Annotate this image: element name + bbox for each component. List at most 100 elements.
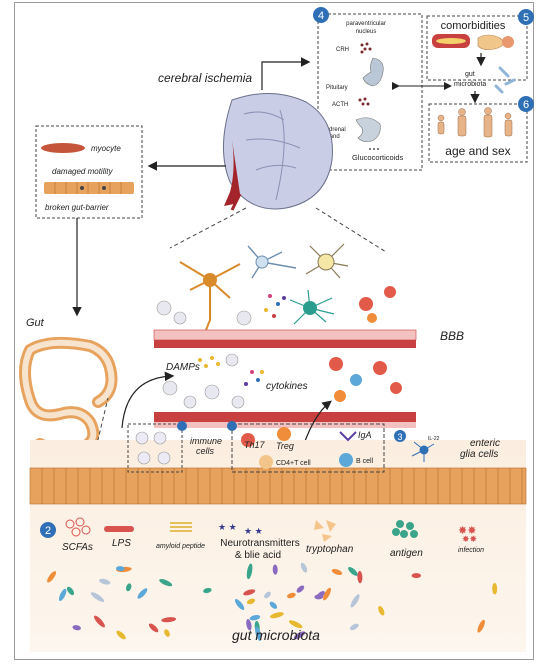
broken-gut-barrier-label: broken gut-barrier	[45, 203, 109, 212]
brain-stem-vessel	[230, 193, 242, 211]
brain-icon	[223, 92, 333, 210]
pituitary-icon	[362, 57, 384, 87]
bacterium-icon	[477, 619, 485, 633]
bacterium-icon	[90, 592, 105, 602]
bacterium-icon	[314, 594, 324, 600]
amyloid-label: amyloid peptide	[156, 543, 205, 550]
bacterium-icon	[148, 623, 159, 633]
cytokines-label: cytokines	[266, 381, 308, 392]
badge-6	[518, 96, 534, 112]
neurotransmitters-label: Neurotransmitters& blie acid	[220, 538, 299, 561]
cd4-cell	[259, 455, 273, 469]
bacterium-icon	[137, 588, 148, 599]
age-sex-label: age and sex	[445, 144, 510, 158]
bacteria-small-icon	[494, 66, 516, 94]
b-cell-label: B cell	[356, 458, 374, 465]
bacterium-icon	[249, 614, 261, 621]
crh-label: CRH	[336, 47, 349, 53]
glia-icon	[411, 441, 435, 462]
intestinal-epithelium	[29, 467, 527, 505]
neural-cells	[156, 243, 396, 331]
crh-dots	[360, 42, 372, 54]
astrocyte-body	[255, 255, 269, 269]
bbb-bottom-wall	[154, 422, 416, 428]
damps-label: DAMPs	[166, 362, 200, 373]
lps-label: LPS	[112, 538, 131, 549]
brain-gyri	[243, 109, 301, 201]
activated-microglia-icon	[289, 289, 335, 325]
bacterium-icon	[246, 598, 256, 605]
svg-text:★ ★: ★ ★	[218, 522, 237, 532]
bacterium-icon	[411, 573, 421, 579]
th17-cell	[241, 433, 255, 447]
bacterium-icon	[234, 599, 245, 610]
cytokine-particles	[244, 370, 264, 386]
bacterium-icon	[331, 568, 343, 576]
lps-icon	[104, 526, 134, 532]
scfas-label: SCFAs	[62, 542, 93, 553]
badge-1b	[227, 421, 237, 431]
human-figures-icon	[437, 107, 513, 138]
bacterium-icon	[72, 625, 81, 631]
bacterium-icon	[269, 601, 278, 609]
microglia-body	[317, 253, 335, 271]
bacterium-icon	[357, 570, 363, 584]
bacterium-icon	[348, 566, 358, 576]
damps-particles	[198, 356, 220, 368]
adrenal-gland-icon	[355, 117, 381, 142]
bbb-vessel: BBB DAMPs cytokines	[153, 329, 464, 428]
brain-section: cerebral ischemia	[158, 57, 333, 211]
panel-4-box	[317, 13, 423, 171]
cerebral-ischemia-label: cerebral ischemia	[158, 71, 252, 85]
badge-2	[40, 522, 56, 538]
bacterium-icon	[264, 591, 271, 599]
panel-6-box	[428, 103, 528, 163]
panel-6-age-sex: 6 age and sex	[428, 91, 534, 163]
bacterium-icon	[116, 630, 126, 640]
svg-text:★ ★: ★ ★	[244, 526, 263, 536]
arrow-brain-hpa	[261, 57, 311, 90]
bacterium-icon	[59, 588, 67, 602]
b-cell	[339, 453, 353, 467]
badge-5-label: 5	[523, 12, 529, 24]
activated-microglia-body	[303, 301, 317, 315]
bbb-bottom-endothelium	[154, 412, 416, 422]
svg-text:✸✸: ✸✸	[462, 534, 478, 544]
bacterium-icon	[350, 594, 360, 608]
immune-cells-gut	[135, 431, 171, 465]
bacterium-icon	[378, 605, 385, 616]
bacterium-icon	[293, 631, 306, 640]
ischemic-region	[224, 140, 240, 206]
microglia-icon	[305, 243, 349, 279]
gut-label: Gut	[26, 317, 45, 329]
bacterium-icon	[288, 620, 303, 629]
zoom-line-right	[95, 397, 109, 449]
iga-label: IgA	[358, 430, 372, 440]
bacterium-icon	[349, 623, 359, 631]
neuron-icon	[179, 261, 241, 331]
bbb-top-wall	[153, 329, 417, 341]
panel-2-metabolites: 2 SCFAs LPS amyloid peptide ★ ★ ★ ★ Neuro…	[40, 517, 484, 561]
gut-bacteria	[47, 562, 498, 641]
bacterium-icon	[99, 578, 111, 585]
iga-icon	[339, 431, 357, 442]
intestine-icon	[19, 336, 118, 457]
glucocorticoids-label: Glucocorticoids	[352, 153, 404, 162]
badge-6-label: 6	[523, 99, 529, 111]
myocyte-label: myocyte	[91, 144, 121, 153]
amyloid-icon	[170, 522, 192, 532]
bacterium-icon	[296, 585, 305, 593]
badge-3	[394, 430, 406, 442]
acth-label: ACTH	[332, 102, 348, 108]
motility-box-border	[35, 125, 143, 219]
badge-3-label: 3	[397, 432, 402, 442]
svg-text:✸✸: ✸✸	[458, 525, 476, 537]
treg-label: Treg	[276, 441, 294, 451]
badge-2-label: 2	[45, 525, 51, 537]
